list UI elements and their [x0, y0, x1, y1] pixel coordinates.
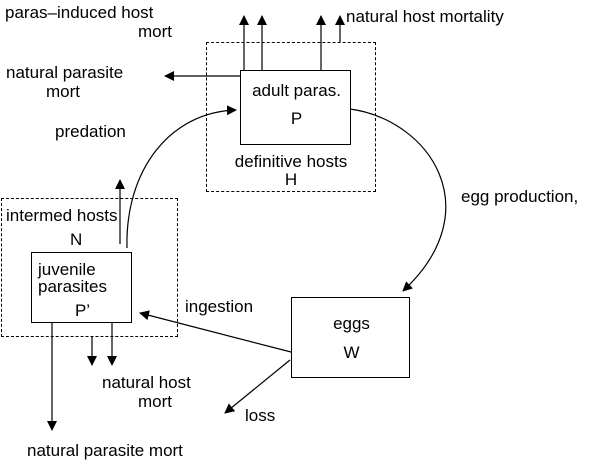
- predation-label: predation: [55, 122, 126, 141]
- intermediate-hosts-label: intermed hosts: [6, 206, 118, 225]
- definitive-hosts-label: definitive hosts: [234, 152, 348, 171]
- juvenile-parasites-title-2: parasites: [38, 277, 107, 296]
- loss-label: loss: [245, 406, 276, 425]
- loss-arrow: [224, 359, 291, 414]
- natural-host-mort-label-2: mort: [138, 392, 172, 411]
- paras-induced-mort-label-1: paras–induced host: [5, 3, 154, 22]
- natural-parasite-mort-bottom-label: natural parasite mort: [27, 441, 183, 460]
- juvenile-parasites-box: juvenile parasites P’: [31, 252, 132, 323]
- adult-parasites-symbol: P: [290, 109, 303, 128]
- natural-parasite-mort-label-2: mort: [46, 82, 80, 101]
- egg-production-arrow: [349, 108, 447, 292]
- paras-induced-mort-label-2: mort: [138, 22, 172, 41]
- adult-parasites-title: adult paras.: [252, 81, 341, 100]
- adult-parasites-box: adult paras. P: [240, 70, 351, 145]
- eggs-title: eggs: [333, 314, 370, 333]
- eggs-box: eggs W: [291, 297, 410, 378]
- ingestion-arrow: [139, 310, 292, 353]
- ingestion-label: ingestion: [185, 297, 254, 316]
- eggs-symbol: W: [343, 343, 360, 362]
- definitive-hosts-compartment: [206, 42, 376, 192]
- definitive-hosts-symbol: H: [284, 170, 298, 189]
- natural-host-mort-label-1: natural host: [102, 373, 191, 392]
- juvenile-parasites-title-1: juvenile: [38, 260, 96, 279]
- predation-arrow: [126, 105, 237, 249]
- natural-parasite-mort-label-1: natural parasite: [6, 63, 124, 82]
- intermediate-hosts-compartment: [1, 198, 178, 337]
- natural-host-mortality-label: natural host mortality: [346, 7, 504, 26]
- egg-production-label: egg production,: [461, 187, 579, 206]
- juvenile-parasites-symbol: P’: [74, 301, 91, 320]
- intermediate-hosts-symbol: N: [70, 230, 83, 249]
